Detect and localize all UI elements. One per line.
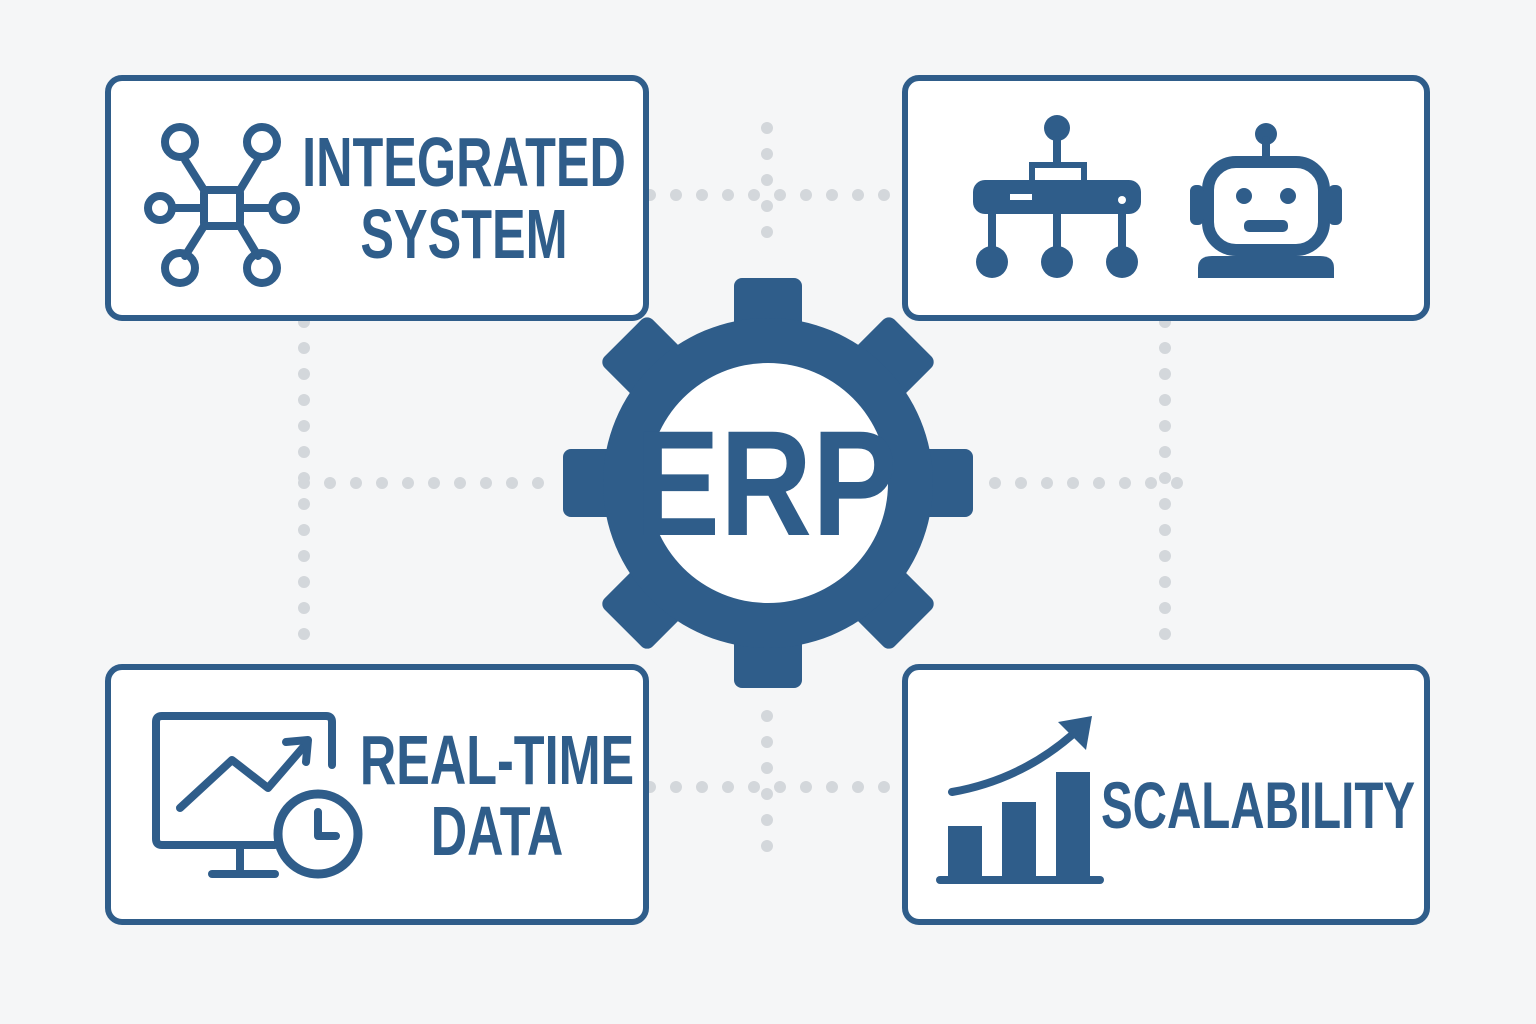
- card-real-time-data: REAL-TIME DATA: [105, 664, 649, 925]
- card-title-line2: DATA: [431, 792, 563, 870]
- org-chart-icon: [973, 115, 1141, 278]
- monitor-chart-clock-icon: [152, 712, 363, 879]
- card-title: SCALABILITY: [1101, 769, 1415, 842]
- robot-icon: [1190, 123, 1342, 278]
- network-hub-icon: [144, 123, 300, 287]
- growth-bar-chart-icon: [936, 716, 1104, 884]
- gear-icon: [563, 278, 973, 688]
- card-integrated-system: INTEGRATED SYSTEM: [105, 75, 649, 321]
- card-title-line1: INTEGRATED: [302, 123, 626, 201]
- card-automation: [902, 75, 1430, 321]
- erp-label: ERP: [635, 400, 897, 567]
- card-title-line2: SYSTEM: [360, 195, 567, 273]
- card-scalability: SCALABILITY: [902, 664, 1430, 925]
- card-title-line1: REAL-TIME: [360, 721, 634, 799]
- connectors: [298, 122, 1186, 866]
